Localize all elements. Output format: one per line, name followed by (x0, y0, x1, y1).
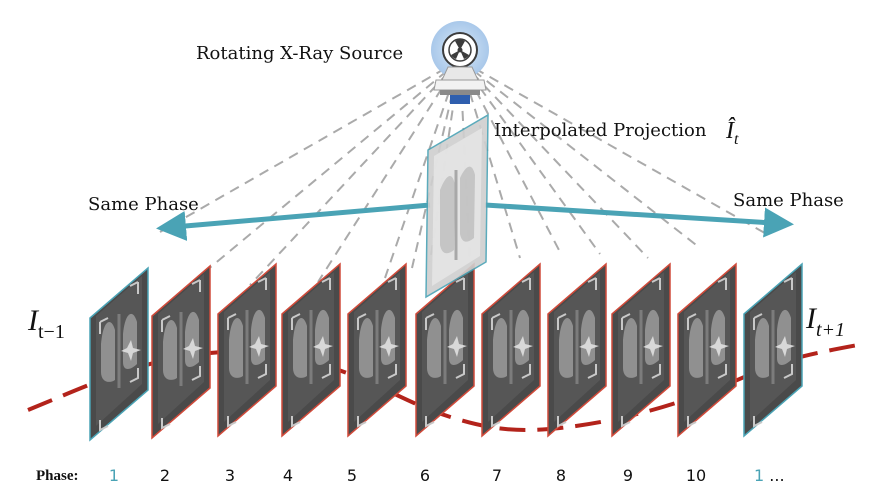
phase-number: 8 (555, 466, 567, 485)
phase-ellipsis: ... (764, 466, 785, 485)
projection-frame (347, 262, 407, 438)
i-prev-symbol: I (27, 304, 40, 337)
projection-ray (384, 59, 461, 279)
i-prev-label: It−1 (27, 304, 65, 343)
i-next-symbol: I (805, 302, 818, 335)
projection-frame (743, 262, 803, 438)
same-phase-arrow-right (484, 202, 794, 238)
i-next-sub: t+1 (816, 319, 845, 341)
phase-number: 6 (419, 466, 431, 485)
phase-label: Phase: (36, 468, 79, 484)
interpolated-projection-panel (425, 113, 489, 299)
projection-frame (677, 262, 737, 438)
projection-frame (281, 262, 341, 438)
projection-ray (249, 59, 461, 286)
phase-number: 4 (282, 466, 294, 485)
projection-frames (89, 262, 803, 442)
phase-number-wrap: 1 (754, 466, 765, 485)
projection-ray (459, 59, 701, 249)
xray-source-icon (431, 21, 489, 104)
projection-ray (459, 59, 601, 255)
phase-number: 1 (108, 466, 120, 485)
projection-ray (194, 59, 461, 281)
i-next-label: It+1 (805, 302, 845, 341)
interpolated-symbol-sub: t (734, 131, 739, 148)
interpolated-projection-label: Interpolated Projection (494, 120, 707, 141)
phase-number: 1 ... (754, 466, 785, 485)
interpolated-projection-text: Interpolated Projection (494, 120, 707, 141)
same-phase-label-left: Same Phase (88, 194, 199, 215)
projection-frame (89, 266, 149, 442)
phase-number: 2 (159, 466, 171, 485)
projection-frame (217, 262, 277, 438)
phase-number: 9 (622, 466, 634, 485)
source-label: Rotating X-Ray Source (196, 43, 403, 64)
projection-ray (159, 59, 461, 233)
projection-ray (459, 59, 771, 237)
projection-frame (415, 262, 475, 438)
i-prev-sub: t−1 (38, 321, 65, 343)
interpolated-symbol: Ît (725, 118, 739, 148)
same-phase-arrow-left (156, 202, 431, 241)
phase-number: 10 (685, 466, 707, 485)
interpolated-symbol-main: Î (725, 118, 736, 144)
projection-ray (459, 59, 649, 259)
same-phase-label-right: Same Phase (733, 190, 844, 211)
projection-ray (317, 59, 461, 283)
projection-frame (151, 264, 211, 440)
projection-frame (611, 262, 671, 438)
phase-number: 3 (224, 466, 236, 485)
phase-number: 5 (346, 466, 358, 485)
phase-number: 7 (491, 466, 503, 485)
projection-frame (547, 262, 607, 438)
projection-frame (481, 262, 541, 438)
